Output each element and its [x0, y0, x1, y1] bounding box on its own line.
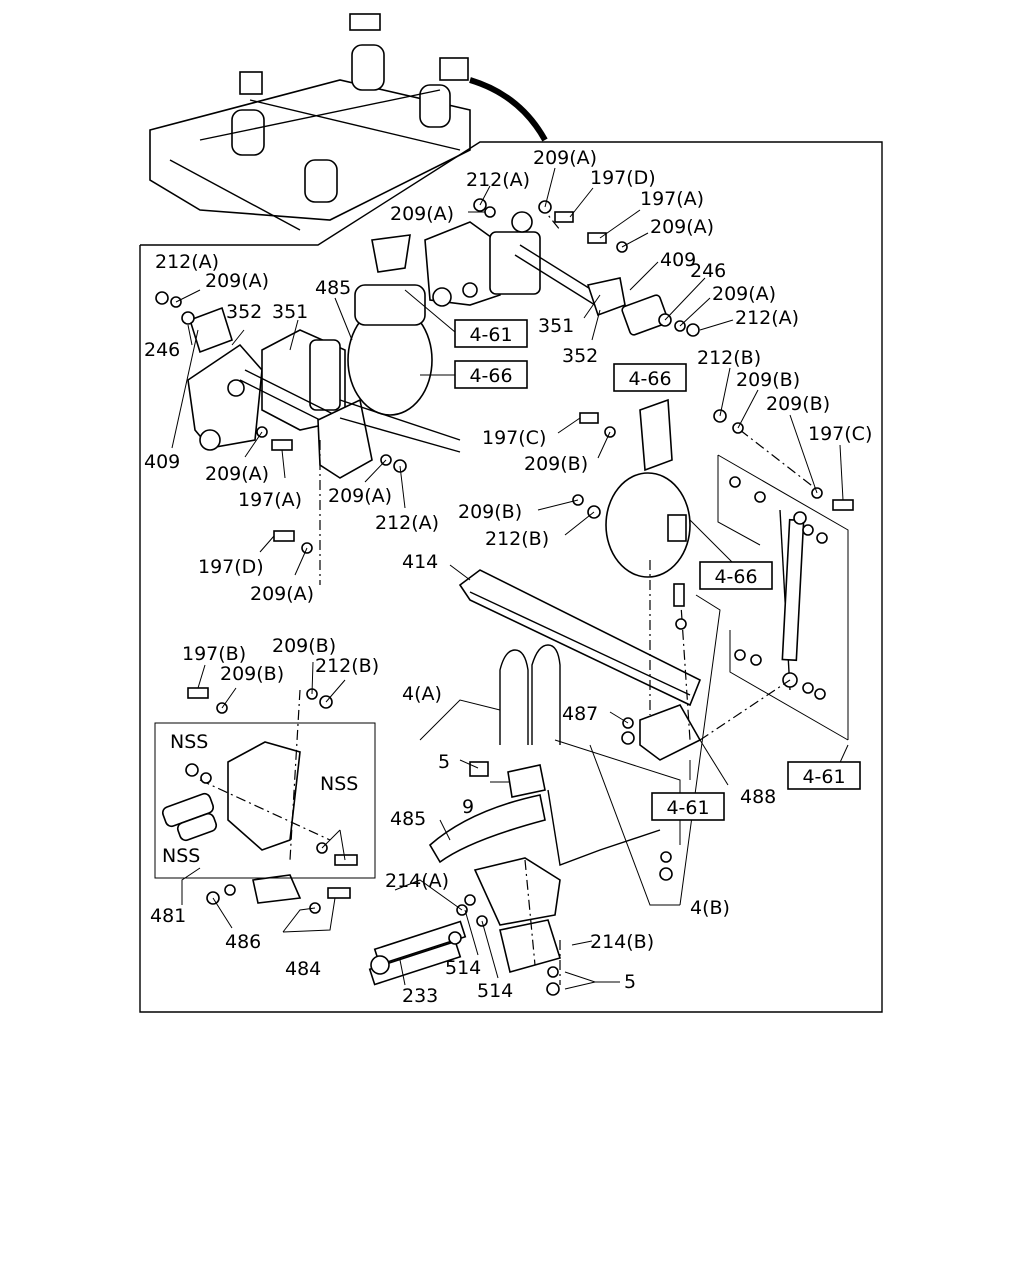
part-label-209a: 209(A) [533, 147, 597, 169]
part-label-409: 409 [144, 451, 180, 473]
ref-box-4-66-left[interactable]: 4-66 [454, 360, 528, 389]
part-label-246: 246 [690, 260, 726, 282]
part-label-212a: 212(A) [375, 512, 439, 534]
part-label-9: 9 [462, 796, 474, 818]
part-label-197a: 197(A) [238, 489, 302, 511]
part-label-351: 351 [272, 301, 308, 323]
part-label-212a: 212(A) [466, 169, 530, 191]
nss-label: NSS [320, 773, 358, 795]
nss-label: NSS [162, 845, 200, 867]
leader-lines [171, 167, 849, 990]
part-label-351: 351 [538, 315, 574, 337]
part-label-212a: 212(A) [155, 251, 219, 273]
part-label-488: 488 [740, 786, 776, 808]
part-label-209b: 209(B) [272, 635, 336, 657]
part-label-209a: 209(A) [390, 203, 454, 225]
parts-drawings [161, 211, 849, 986]
overview-illustration [149, 13, 548, 231]
part-label-209b: 209(B) [220, 663, 284, 685]
part-label-197a: 197(A) [640, 188, 704, 210]
part-label-212a: 212(A) [735, 307, 799, 329]
part-label-209a: 209(A) [205, 270, 269, 292]
part-labels: 212(A) 209(A) 197(D) 209(A) 197(A) 209(A… [144, 147, 872, 1007]
part-label-246: 246 [144, 339, 180, 361]
part-label-481: 481 [150, 905, 186, 927]
part-label-5: 5 [438, 751, 450, 773]
part-label-514: 514 [445, 957, 481, 979]
part-label-209a: 209(A) [328, 485, 392, 507]
part-label-197d: 197(D) [198, 556, 264, 578]
part-label-209b: 209(B) [524, 453, 588, 475]
ref-box-4-66-right[interactable]: 4-66 [699, 561, 773, 590]
part-label-514: 514 [477, 980, 513, 1002]
part-label-4b: 4(B) [690, 897, 730, 919]
part-label-485: 485 [390, 808, 426, 830]
part-label-409: 409 [660, 249, 696, 271]
part-label-485: 485 [315, 277, 351, 299]
diagram-frame [139, 141, 883, 1013]
part-label-209a: 209(A) [650, 216, 714, 238]
part-label-414: 414 [402, 551, 438, 573]
part-label-209a: 209(A) [205, 463, 269, 485]
part-label-209b: 209(B) [458, 501, 522, 523]
ref-label: 4-61 [802, 766, 845, 788]
part-label-212b: 212(B) [485, 528, 549, 550]
nss-label: NSS [170, 731, 208, 753]
part-label-352: 352 [226, 301, 262, 323]
nss-box [154, 722, 376, 879]
part-label-197c: 197(C) [482, 427, 546, 449]
part-label-197b: 197(B) [182, 643, 246, 665]
ref-label: 4-66 [469, 365, 512, 387]
part-label-197d: 197(D) [590, 167, 656, 189]
part-label-209b: 209(B) [766, 393, 830, 415]
ref-box-4-61-right[interactable]: 4-61 [787, 761, 861, 790]
ref-label: 4-66 [628, 368, 671, 390]
part-label-212b: 212(B) [315, 655, 379, 677]
part-label-352: 352 [562, 345, 598, 367]
ref-label: 4-61 [469, 324, 512, 346]
part-label-209b: 209(B) [736, 369, 800, 391]
part-label-209a: 209(A) [712, 283, 776, 305]
ref-label: 4-61 [666, 797, 709, 819]
ref-box-4-61-top[interactable]: 4-61 [454, 319, 528, 348]
part-label-484: 484 [285, 958, 321, 980]
part-label-233: 233 [402, 985, 438, 1007]
part-label-212b: 212(B) [697, 347, 761, 369]
part-label-214a: 214(A) [385, 870, 449, 892]
part-label-209a: 209(A) [250, 583, 314, 605]
part-label-4a: 4(A) [402, 683, 442, 705]
part-label-486: 486 [225, 931, 261, 953]
part-label-5: 5 [624, 971, 636, 993]
part-label-214b: 214(B) [590, 931, 654, 953]
part-label-197c: 197(C) [808, 423, 872, 445]
ref-box-4-66-top-right[interactable]: 4-66 [613, 363, 687, 392]
part-label-487: 487 [562, 703, 598, 725]
ref-box-4-61-bottom[interactable]: 4-61 [651, 792, 725, 821]
ref-label: 4-66 [714, 566, 757, 588]
